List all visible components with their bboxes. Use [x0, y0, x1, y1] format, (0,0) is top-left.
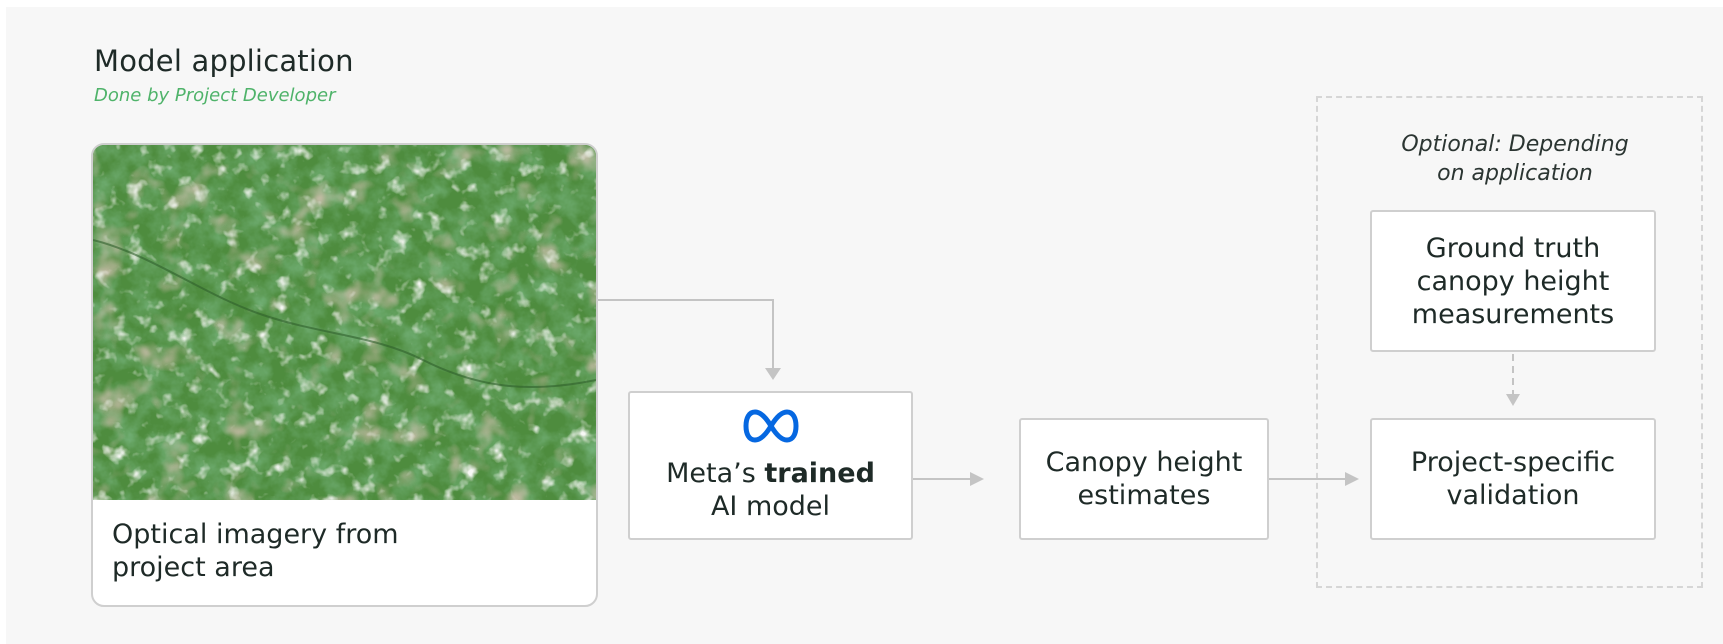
arrowhead-right-validation	[1345, 472, 1359, 486]
arrowhead-down-validation	[1506, 394, 1520, 406]
optional-region	[1316, 96, 1703, 588]
project-validation-box: Project-specific validation	[1370, 418, 1656, 540]
canopy-height-estimates-box: Canopy height estimates	[1019, 418, 1269, 540]
model-label-bold: trained	[764, 457, 875, 489]
optional-label: Optional: Depending on application	[1401, 132, 1629, 186]
meta-logo-icon	[743, 409, 798, 442]
ground-truth-box: Ground truth canopy height measurements	[1370, 210, 1656, 352]
arrowhead-down-model	[765, 368, 781, 380]
diagram-title: Model application	[94, 44, 354, 78]
diagram-subtitle: Done by Project Developer	[94, 85, 336, 106]
model-label-prefix: Meta’s	[666, 457, 765, 489]
meta-model-card: Meta’s trained AI model	[628, 391, 913, 540]
arrowhead-right-estimates	[970, 472, 984, 486]
optical-imagery-card: Optical imagery from project area	[91, 143, 598, 607]
imagery-caption: Optical imagery from project area	[112, 519, 399, 583]
imagery-to-model-connector	[598, 299, 774, 370]
satellite-image-graphic	[93, 145, 596, 500]
model-label-line1: Meta’s trained	[666, 457, 875, 490]
satellite-image	[93, 145, 596, 500]
model-label-line2: AI model	[710, 490, 831, 522]
